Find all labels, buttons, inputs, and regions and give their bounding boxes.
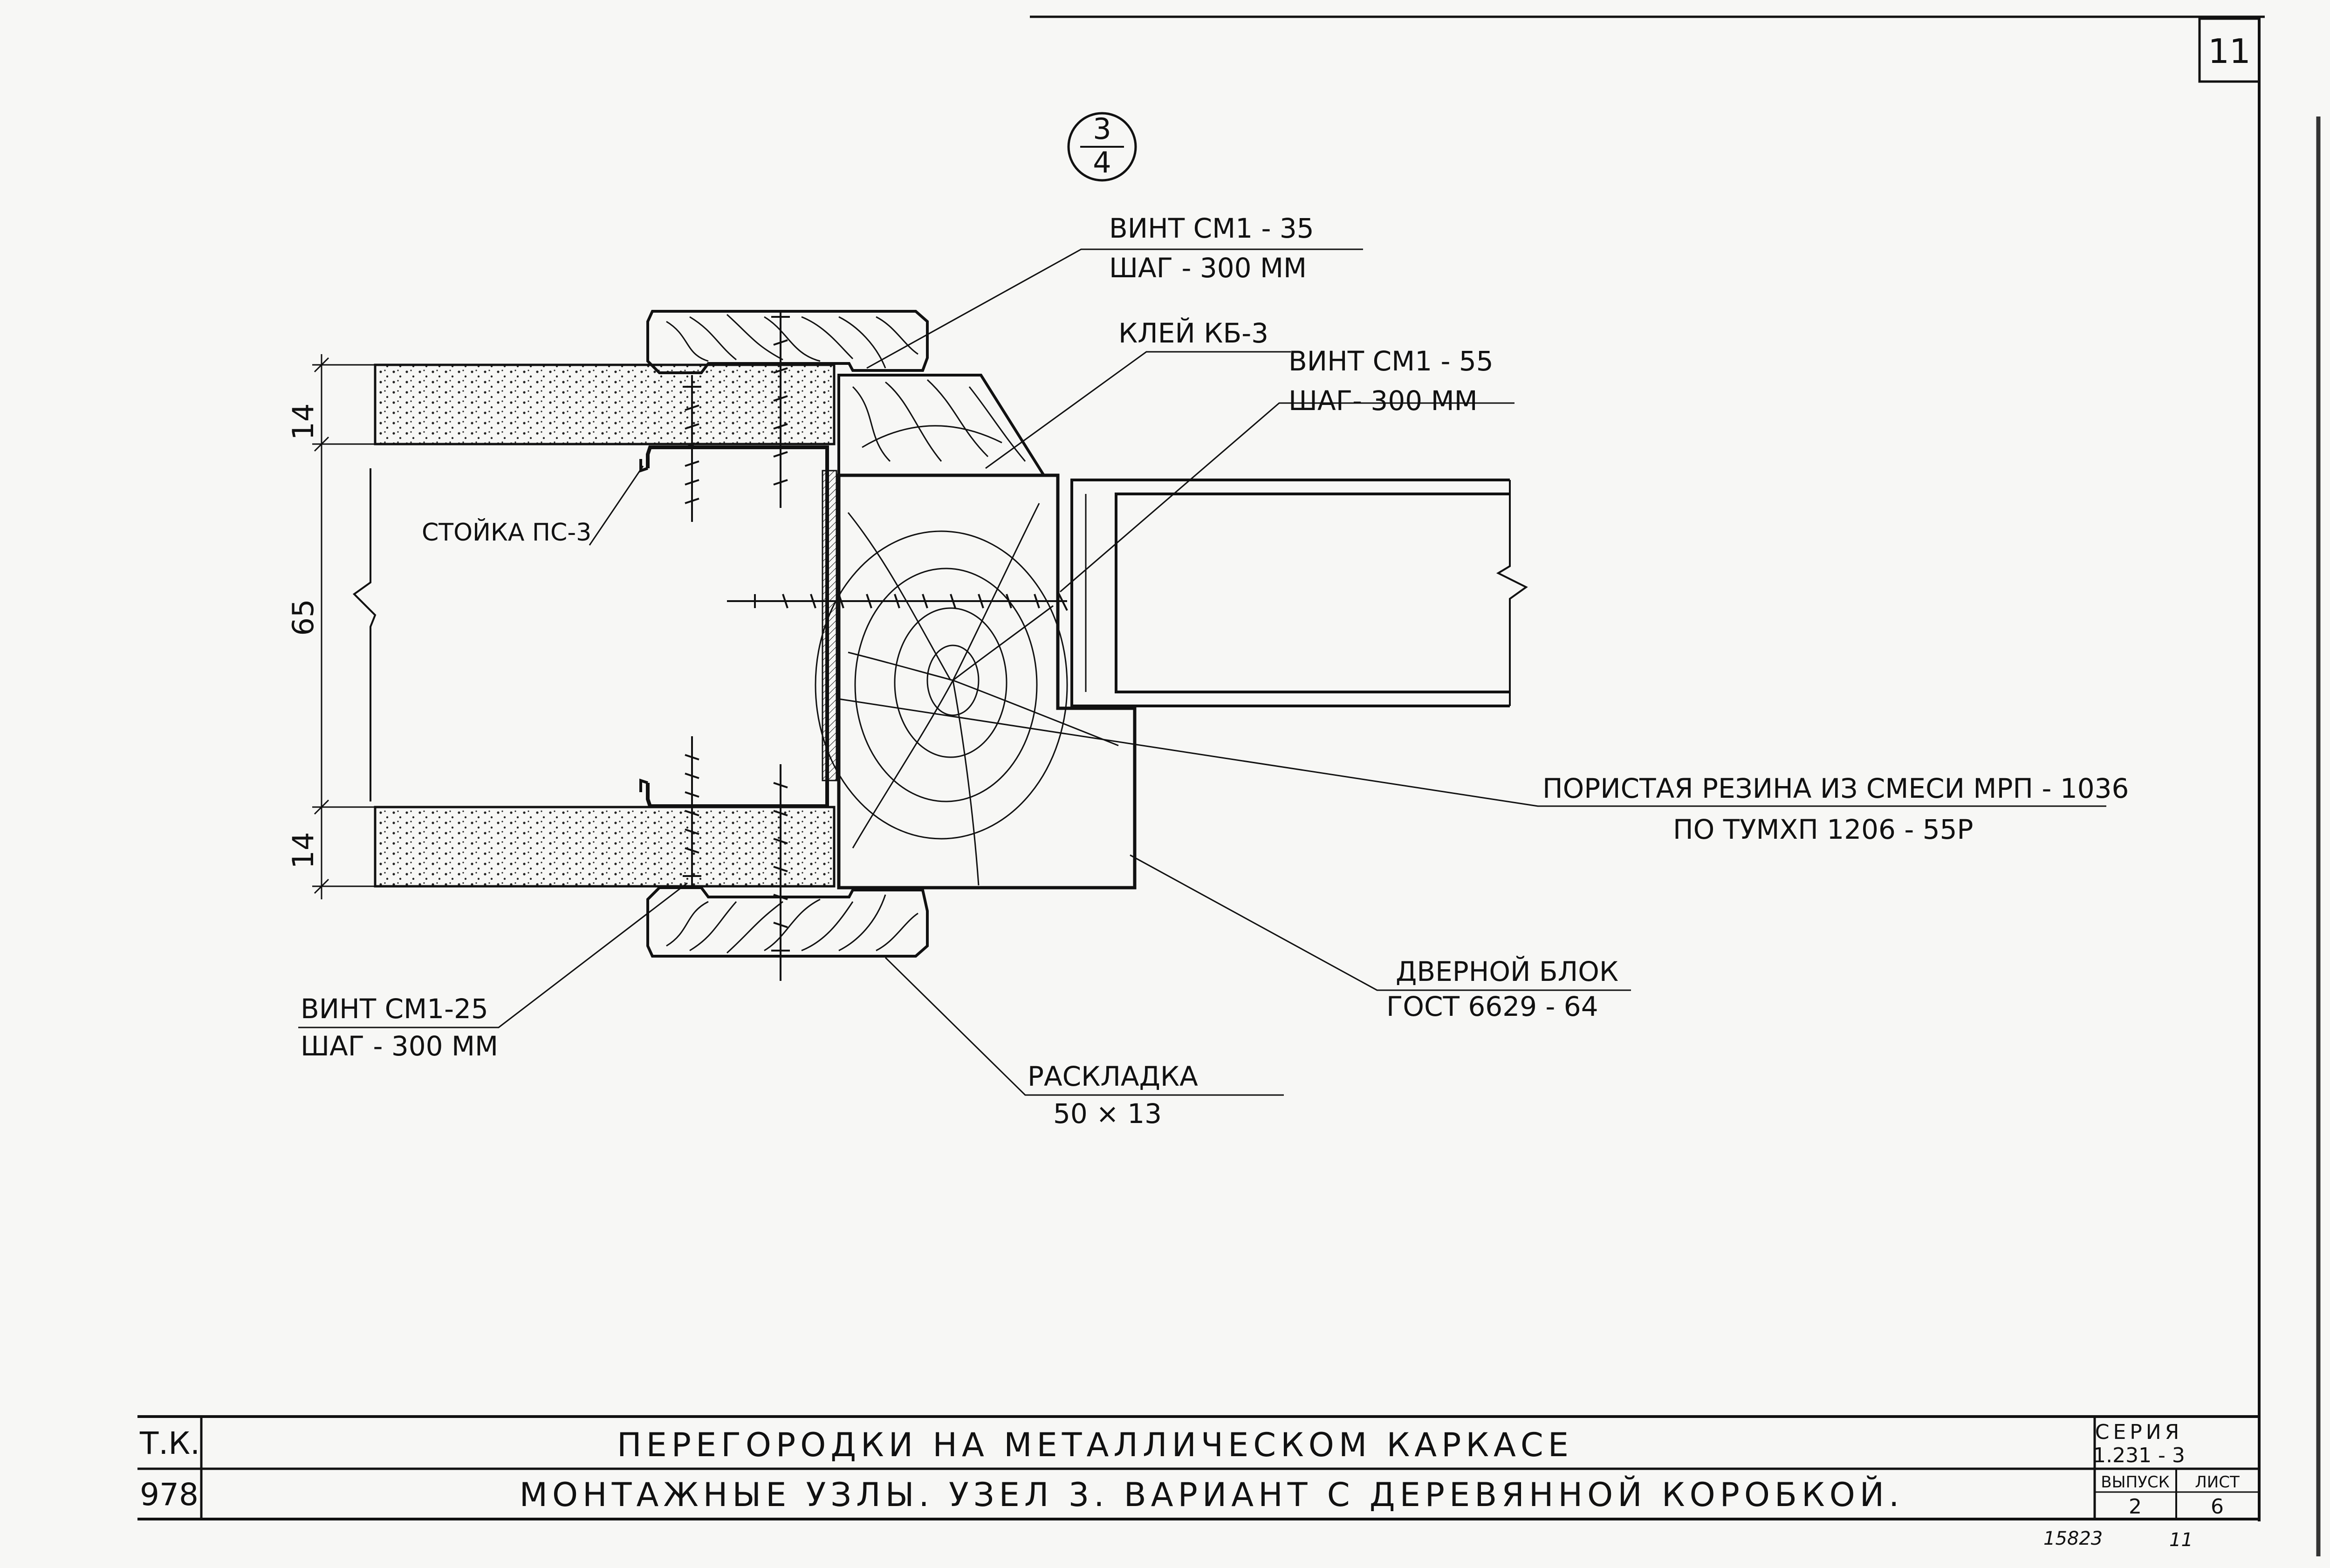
break-line-left (352, 468, 377, 801)
callout-trim: РАСКЛАДКА 50 × 13 (1028, 1061, 1198, 1130)
section-marker-bottom: 4 (1093, 145, 1111, 179)
callout-screw-middle: ВИНТ СМ1 - 55 ШАГ- 300 ММ (1288, 345, 1494, 417)
callout-rubber-line2: ПО ТУМХП 1206 - 55Р (1673, 814, 1974, 845)
footer-page: 11 (2169, 1529, 2193, 1551)
metal-stud-profile (646, 445, 829, 808)
porous-rubber-strip (822, 470, 837, 781)
callout-rubber-line1: ПОРИСТАЯ РЕЗИНА ИЗ СМЕСИ МРП - 1036 (1542, 773, 2129, 804)
callout-screw-top-line1: ВИНТ СМ1 - 35 (1109, 212, 1314, 244)
callout-stud: СТОЙКА ПС-3 (422, 518, 591, 547)
title-block (137, 1415, 2259, 1520)
wood-growth-rings (815, 503, 1119, 886)
wooden-trim-top (646, 310, 929, 374)
callout-screw-top-line2: ШАГ - 300 ММ (1109, 252, 1307, 284)
callout-screw-top: ВИНТ СМ1 - 35 ШАГ - 300 ММ (1109, 212, 1314, 284)
series-value: 1.231 - 3 (2093, 1444, 2185, 1467)
door-frame-wedge (837, 374, 1047, 477)
wooden-trim-bottom (646, 886, 929, 958)
sheet-label: ЛИСТ (2195, 1473, 2240, 1492)
issue-value: 2 (2129, 1495, 2142, 1519)
archive-number: 15823 (2043, 1528, 2103, 1549)
screws (683, 310, 1068, 981)
door-frame-timber (837, 473, 1137, 890)
gypsum-board-bottom (374, 806, 836, 888)
callout-stud-line1: СТОЙКА ПС-3 (422, 518, 591, 547)
title-block-left-top: Т.К. (139, 1425, 200, 1461)
callout-trim-line2: 50 × 13 (1053, 1098, 1162, 1130)
callout-door-block-line2: ГОСТ 6629 - 64 (1386, 991, 1598, 1022)
title-sub: МОНТАЖНЫЕ УЗЛЫ. УЗЕЛ 3. ВАРИАНТ С ДЕРЕВЯ… (520, 1476, 1904, 1514)
leader-lines (298, 248, 2106, 1096)
callout-door-block-line1: ДВЕРНОЙ БЛОК (1396, 955, 1618, 987)
title-block-left-bottom: 978 (140, 1477, 199, 1513)
wood-grain-bottom (666, 894, 918, 954)
callout-screw-middle-line1: ВИНТ СМ1 - 55 (1288, 345, 1494, 377)
issue-label: ВЫПУСК (2101, 1473, 2170, 1492)
callout-screw-bottom: ВИНТ СМ1-25 ШАГ - 300 ММ (301, 993, 498, 1062)
partition-node-drawing (298, 248, 2106, 1096)
gypsum-board-top (374, 363, 836, 445)
dimension-lines (312, 354, 375, 899)
callout-glue: КЛЕЙ КБ-3 (1118, 317, 1268, 349)
callout-door-block: ДВЕРНОЙ БЛОК ГОСТ 6629 - 64 (1386, 955, 1618, 1022)
section-marker-top: 3 (1093, 112, 1111, 146)
dimension-cavity: 65 (286, 599, 320, 636)
callout-glue-line1: КЛЕЙ КБ-3 (1118, 317, 1268, 349)
callout-trim-line1: РАСКЛАДКА (1028, 1061, 1198, 1092)
sheet-number: 11 (2208, 32, 2251, 71)
sheet-frame (1030, 15, 2321, 1556)
dimension-bottom-board: 14 (286, 832, 320, 869)
series-label: СЕРИЯ (2095, 1420, 2183, 1444)
callout-screw-bottom-line2: ШАГ - 300 ММ (301, 1030, 498, 1062)
dimension-top-board: 14 (286, 404, 320, 440)
callout-screw-middle-line2: ШАГ- 300 ММ (1288, 385, 1478, 417)
wood-grain-top (666, 314, 918, 369)
door-leaf (1070, 479, 1528, 707)
title-main: ПЕРЕГОРОДКИ НА МЕТАЛЛИЧЕСКОМ КАРКАСЕ (617, 1426, 1573, 1464)
sheet-value: 6 (2211, 1495, 2224, 1519)
callout-rubber: ПОРИСТАЯ РЕЗИНА ИЗ СМЕСИ МРП - 1036 ПО Т… (1542, 773, 2129, 845)
callout-screw-bottom-line1: ВИНТ СМ1-25 (301, 993, 488, 1025)
sheet-number-box: 11 (2198, 17, 2261, 83)
section-marker: 3 4 (1067, 112, 1137, 182)
